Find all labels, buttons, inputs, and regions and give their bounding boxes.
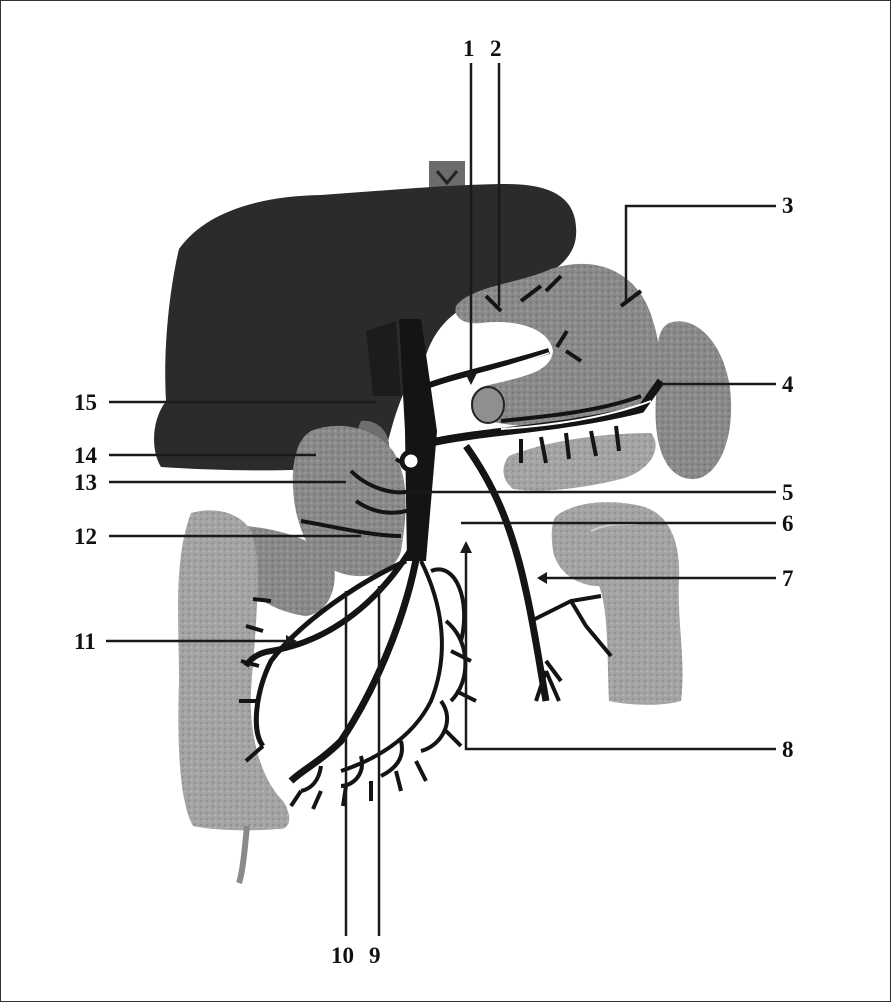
spleen: [655, 321, 731, 479]
label-1: 1: [463, 37, 475, 60]
label-11: 11: [74, 630, 96, 653]
label-7: 7: [782, 567, 794, 590]
portal-confluence: [402, 452, 420, 470]
label-15: 15: [74, 391, 97, 414]
label-14: 14: [74, 444, 97, 467]
label-12: 12: [74, 525, 97, 548]
arrowhead-8: [460, 541, 472, 553]
label-2: 2: [490, 37, 502, 60]
label-6: 6: [782, 512, 794, 535]
label-4: 4: [782, 373, 794, 396]
label-5: 5: [782, 481, 794, 504]
leader-line-3: [626, 206, 776, 301]
label-8: 8: [782, 738, 794, 761]
label-9: 9: [369, 944, 381, 967]
pylorus: [472, 387, 504, 423]
label-10: 10: [331, 944, 354, 967]
label-3: 3: [782, 194, 794, 217]
arrowhead-7: [537, 572, 547, 584]
pancreas: [503, 433, 655, 491]
label-13: 13: [74, 471, 97, 494]
arrowhead-1: [465, 373, 477, 385]
imv-branches: [531, 596, 611, 701]
appendix: [239, 826, 247, 883]
